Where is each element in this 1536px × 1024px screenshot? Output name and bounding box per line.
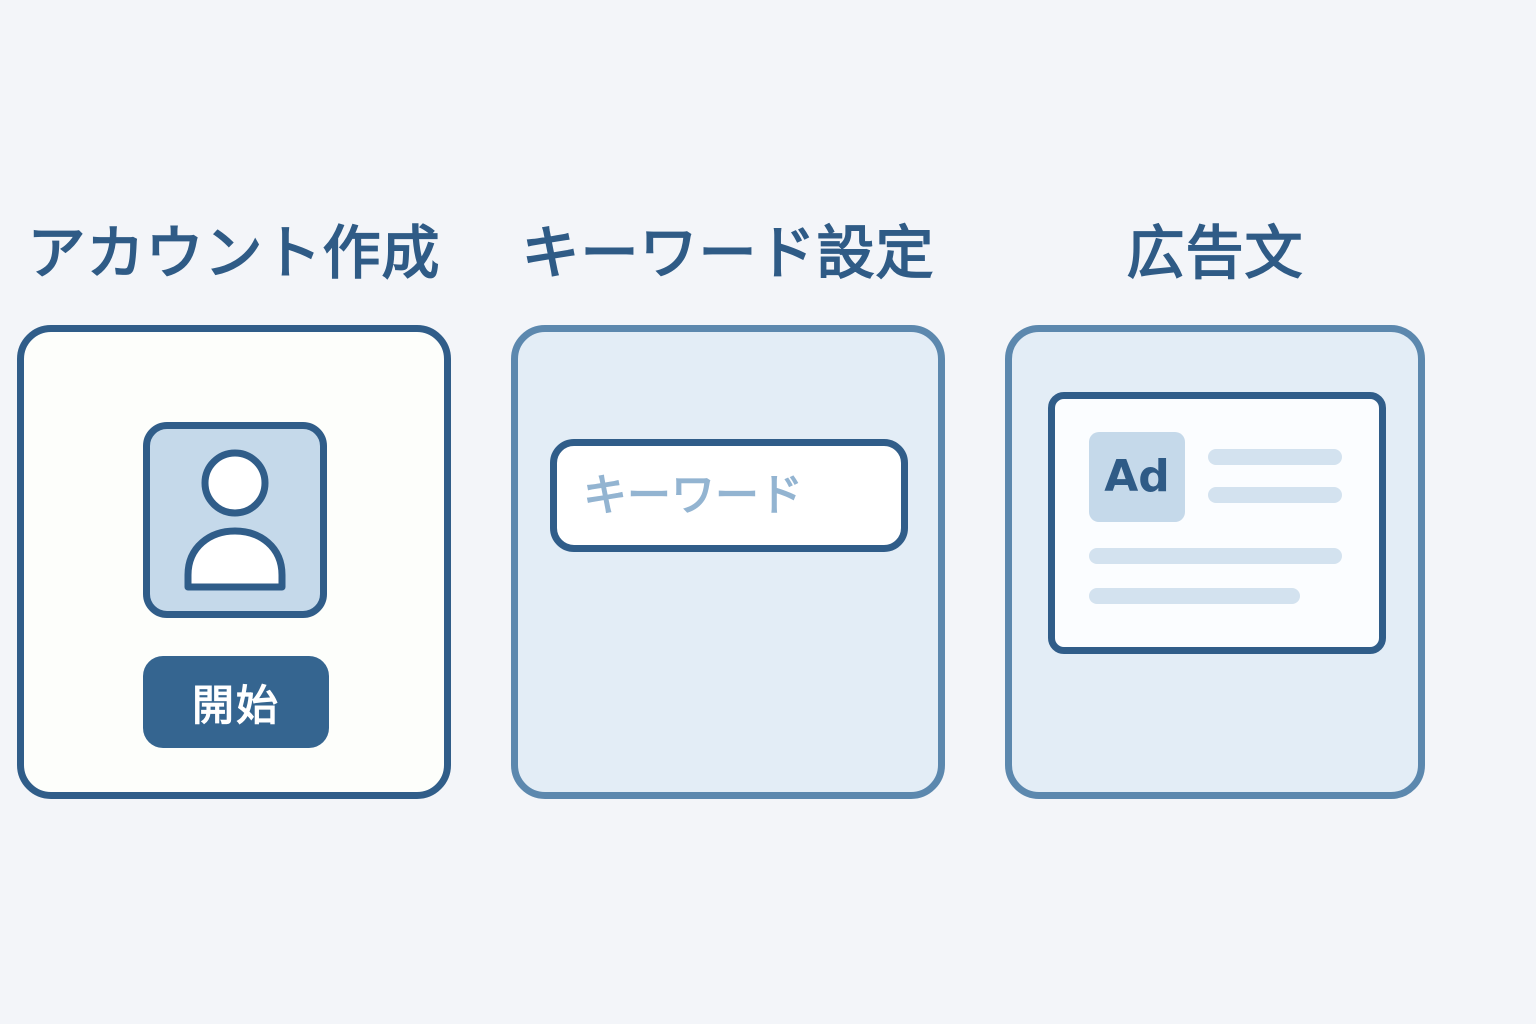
ad-panel: Ad	[1005, 325, 1425, 799]
user-avatar-icon	[184, 449, 286, 591]
step-title-account: アカウント作成	[27, 219, 441, 287]
ad-headline-line	[1208, 449, 1342, 465]
ad-preview-card: Ad	[1048, 392, 1386, 654]
ad-body-line	[1089, 548, 1342, 564]
start-button[interactable]: 開始	[143, 656, 329, 748]
account-panel: 開始	[17, 325, 451, 799]
keyword-input[interactable]	[550, 439, 908, 552]
step-title-ad: 広告文	[1126, 219, 1304, 287]
avatar	[143, 422, 327, 618]
ad-subheadline-line	[1208, 487, 1342, 503]
keyword-panel	[511, 325, 945, 799]
ad-body-line	[1089, 588, 1300, 604]
step-title-keyword: キーワード設定	[521, 219, 935, 287]
ad-badge: Ad	[1089, 432, 1185, 522]
